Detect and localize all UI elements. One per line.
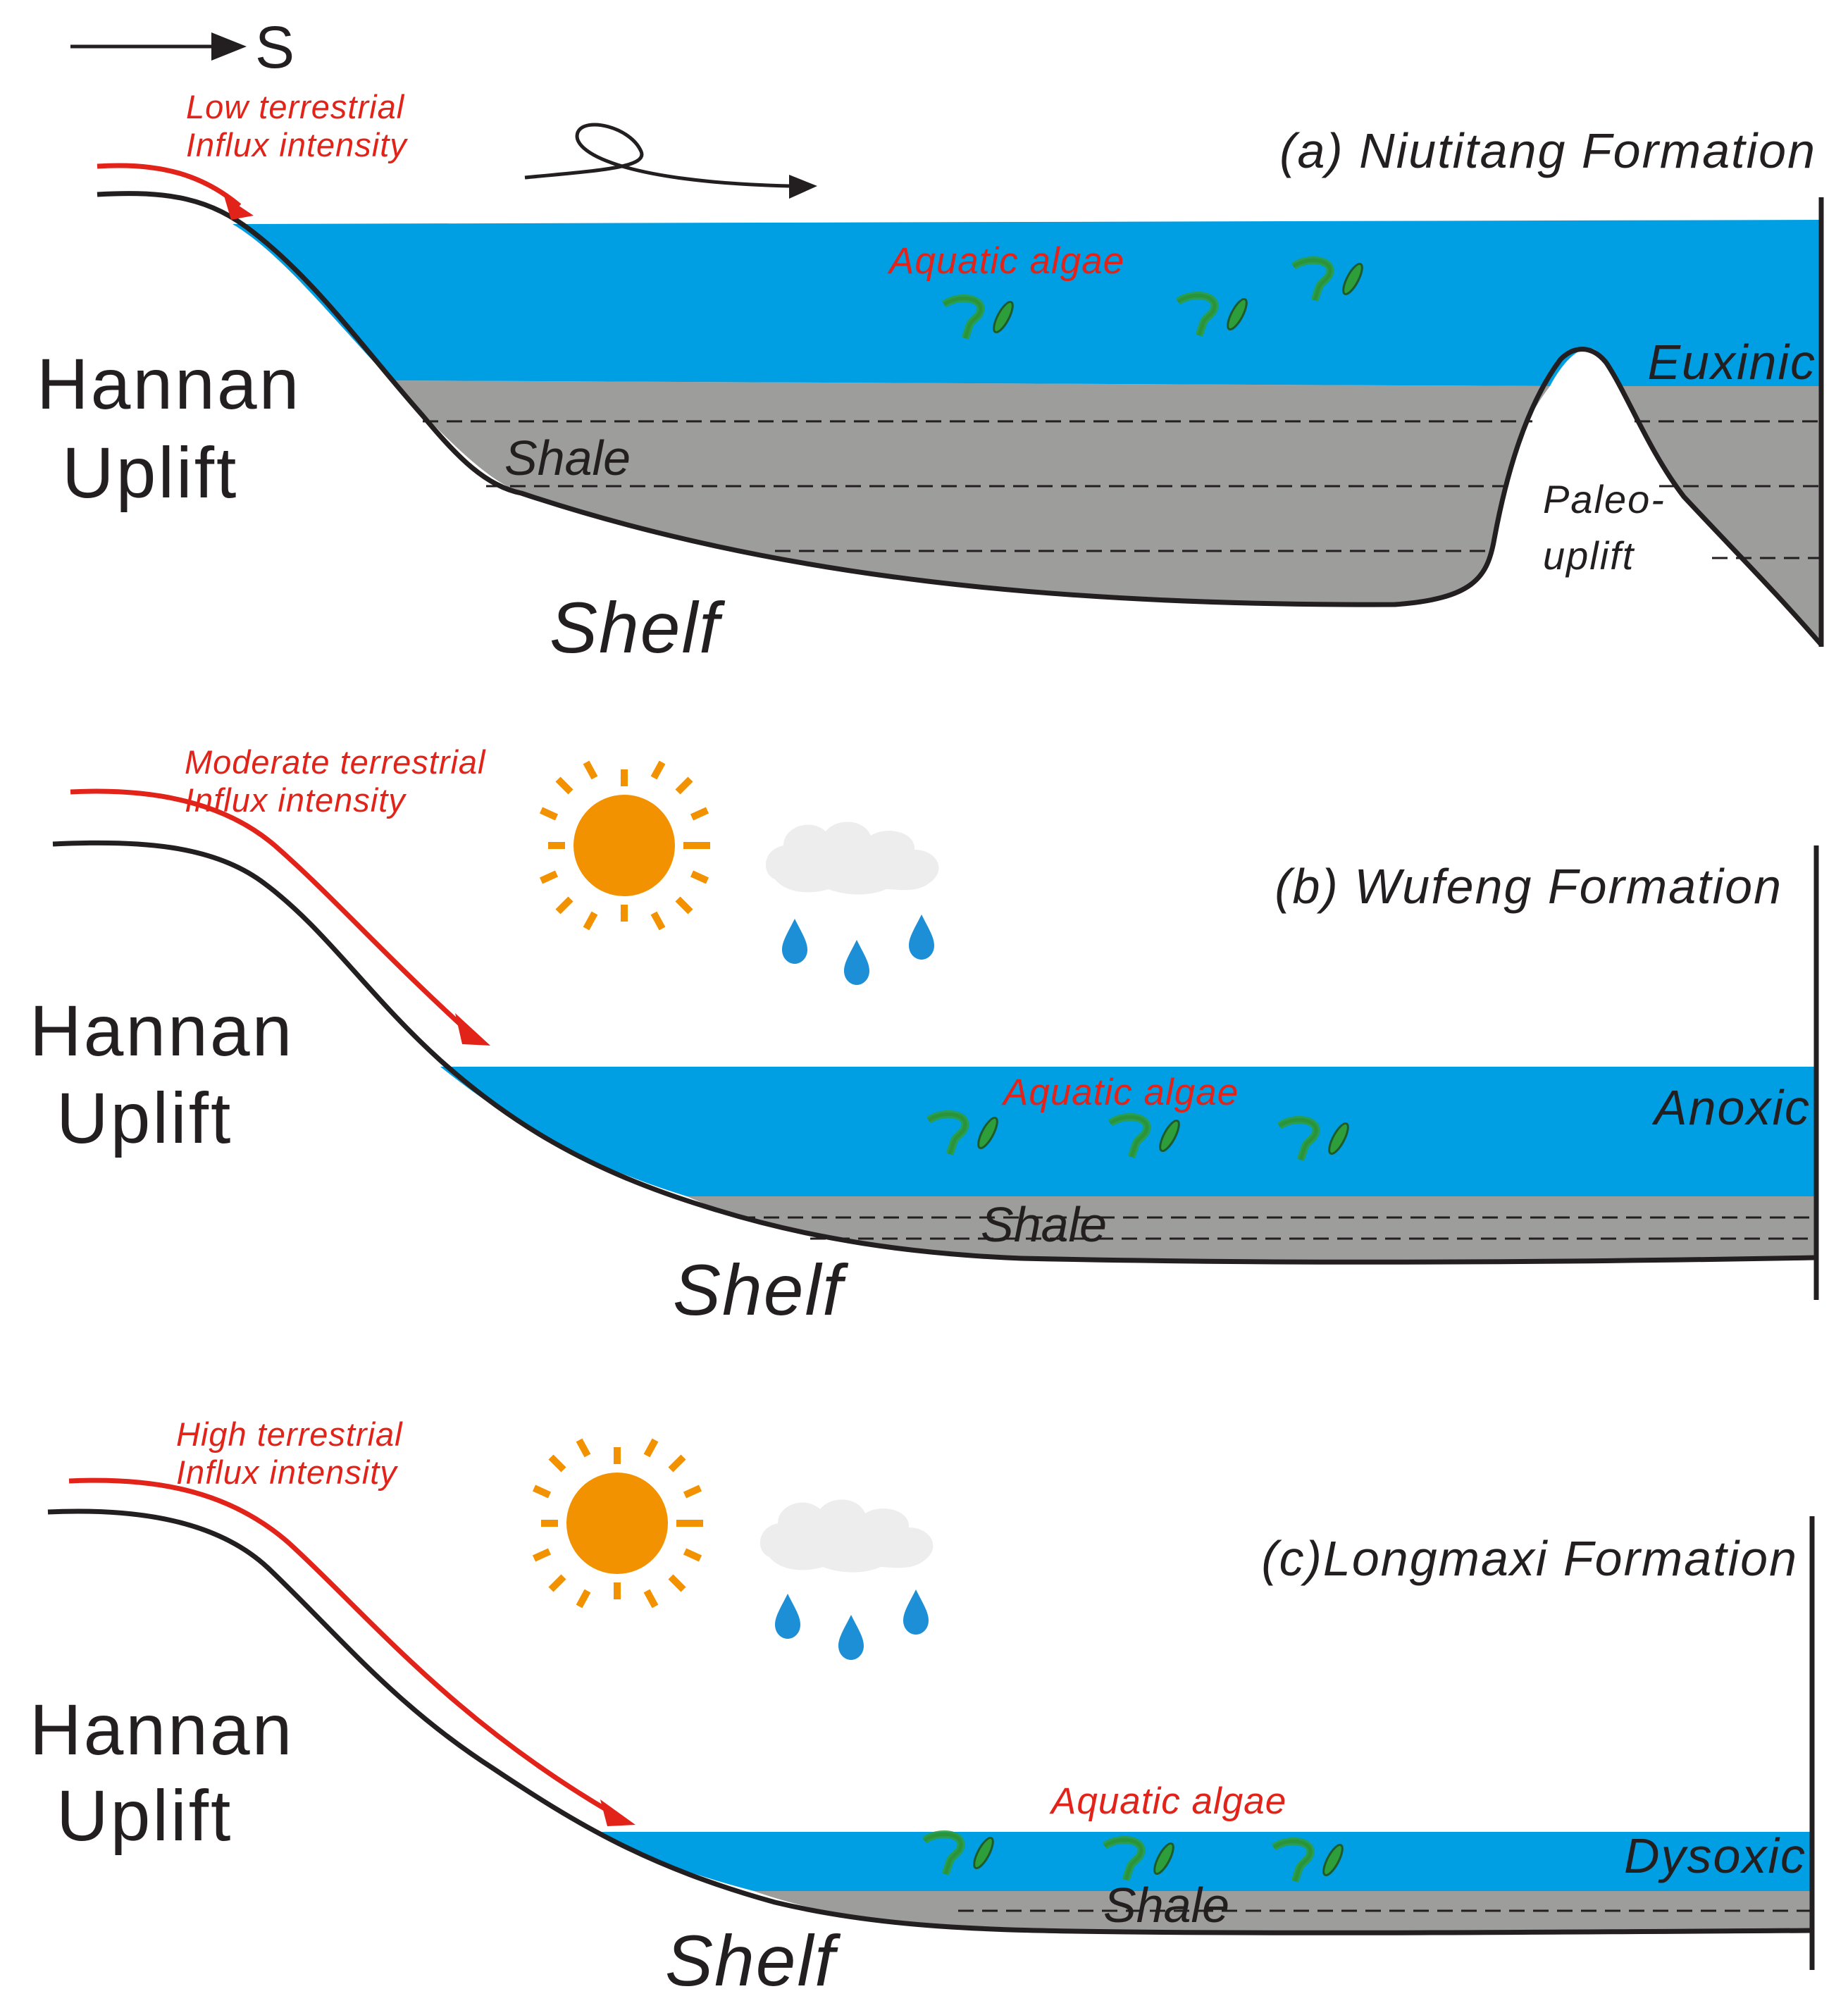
influx-arrow xyxy=(97,163,254,220)
cloud-icon xyxy=(765,822,939,895)
raindrop-icon xyxy=(838,1615,864,1660)
raindrop-icon xyxy=(909,915,934,960)
shale-layer-right xyxy=(1620,386,1821,645)
raindrop-icon xyxy=(903,1589,929,1635)
redox-label: Euxinic xyxy=(1647,335,1816,390)
shale-layer xyxy=(391,380,1550,605)
paleo-uplift-label-line1: Paleo- xyxy=(1543,477,1666,521)
influx-label-line1: High terrestrial xyxy=(176,1415,403,1453)
panel-c: High terrestrial Influx intensity (c)Lon… xyxy=(30,1415,1815,2001)
bedding-lines xyxy=(740,1216,1814,1240)
wind-current-icon xyxy=(524,123,817,199)
water-body xyxy=(440,1067,1814,1196)
uplift-label-line1: Hannan xyxy=(30,1690,294,1770)
shale-layer xyxy=(687,1196,1814,1260)
uplift-label-line2: Uplift xyxy=(62,433,238,513)
redox-label: Dysoxic xyxy=(1624,1828,1806,1883)
algae-label: Aquatic algae xyxy=(1001,1072,1239,1113)
paleo-uplift-label-line2: uplift xyxy=(1543,533,1635,578)
seafloor-profile xyxy=(97,191,1823,647)
redox-label: Anoxic xyxy=(1651,1080,1811,1135)
uplift-label-line2: Uplift xyxy=(56,1078,232,1158)
panel-title: (a) Niutitang Formation xyxy=(1279,123,1816,178)
seafloor-profile xyxy=(52,840,1815,1265)
shale-label: Shale xyxy=(1103,1878,1229,1933)
sun-icon xyxy=(532,1438,703,1609)
shale-label: Shale xyxy=(981,1197,1107,1252)
algae-label: Aquatic algae xyxy=(887,240,1124,282)
influx-label-line2: Influx intensity xyxy=(176,1454,398,1491)
algae-label: Aquatic algae xyxy=(1049,1780,1286,1822)
shale-label: Shale xyxy=(504,430,631,485)
uplift-label-line2: Uplift xyxy=(56,1775,232,1856)
influx-arrow xyxy=(68,1477,635,1826)
water-body xyxy=(232,220,1821,386)
bedding-lines xyxy=(423,420,1821,559)
sun-icon xyxy=(539,760,710,931)
shelf-label: Shelf xyxy=(673,1250,849,1330)
shelf-label: Shelf xyxy=(550,588,726,668)
panel-title: (b) Wufeng Formation xyxy=(1275,859,1782,914)
influx-label-line1: Low terrestrial xyxy=(186,88,405,125)
panel-title: (c)Longmaxi Formation xyxy=(1261,1531,1798,1586)
raindrop-icon xyxy=(844,940,869,985)
influx-label-line1: Moderate terrestrial xyxy=(185,743,486,781)
panel-a: Low terrestrial Influx intensity (a) Niu… xyxy=(37,88,1824,668)
uplift-label-line1: Hannan xyxy=(37,344,301,424)
raindrop-icon xyxy=(782,919,807,964)
influx-label-line2: Influx intensity xyxy=(186,126,408,163)
cloud-icon xyxy=(759,1499,934,1573)
influx-label-line2: Influx intensity xyxy=(185,781,407,819)
uplift-label-line1: Hannan xyxy=(30,991,294,1071)
panel-b: Moderate terrestrial Influx intensity (b… xyxy=(30,743,1819,1330)
direction-label: S xyxy=(255,14,294,80)
influx-arrow xyxy=(70,788,490,1046)
seafloor-profile xyxy=(47,1508,1811,1935)
water-body xyxy=(592,1832,1811,1891)
shelf-label: Shelf xyxy=(665,1921,841,2001)
raindrop-icon xyxy=(775,1594,800,1639)
direction-arrow-icon xyxy=(70,32,247,61)
